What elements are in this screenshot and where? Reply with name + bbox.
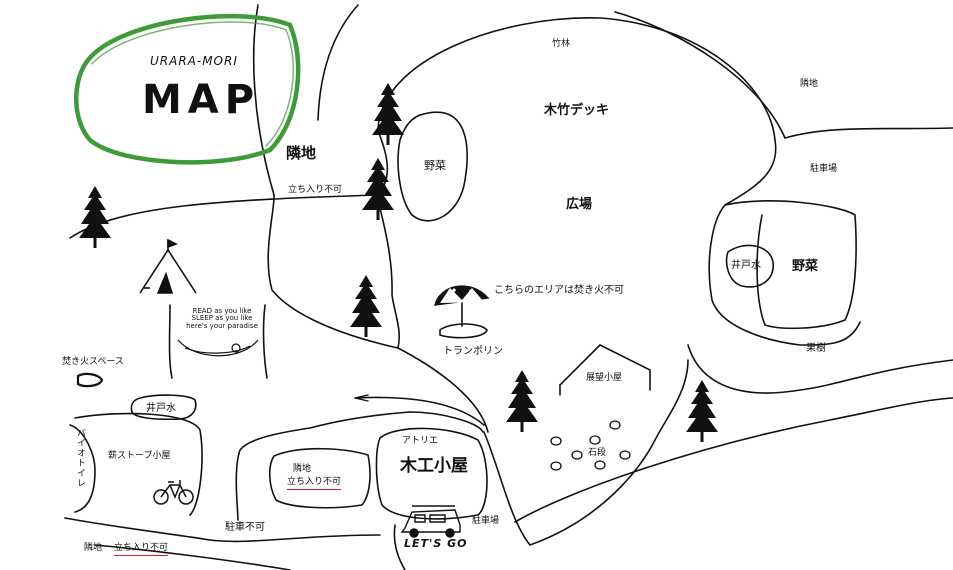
stones-icon (550, 420, 631, 471)
bicycle-icon (153, 480, 194, 505)
wood-stove-hut-label: 薪ストーブ小屋 (108, 451, 171, 461)
plaza-label: 広場 (566, 197, 593, 212)
campfire-space-label: 焚き火スペース (62, 357, 124, 367)
field-label-right: 野菜 (792, 259, 819, 274)
orchard-label: 果樹 (806, 343, 826, 354)
no-parking-label: 駐車不可 (225, 522, 265, 533)
wood-deck-label: 木竹デッキ (544, 103, 610, 118)
hammock-sign: READ as you like SLEEP as you like here'… (186, 307, 258, 330)
observation-hut-label: 展望小屋 (586, 373, 623, 383)
bio-toilet-label: バイオトイレ (75, 428, 85, 488)
neighbor-label-top-right: 隣地 (800, 79, 819, 89)
bamboo-forest-label: 竹林 (552, 39, 571, 49)
atelier-label: アトリエ (402, 436, 439, 446)
well-label-left: 井戸水 (146, 403, 176, 414)
no-entry-label-center: 立ち入り不可 (287, 478, 342, 490)
logo-subtitle: URARA-MORI (150, 54, 238, 68)
logo-ring (74, 13, 301, 165)
no-entry-label-bottom: 立ち入り不可 (114, 544, 169, 556)
van-icon (400, 505, 461, 538)
lets-go-label: LET'S GO (404, 537, 468, 550)
parking-label-right: 駐車場 (810, 164, 838, 174)
neighbor-label-center: 隣地 (293, 464, 312, 474)
logo-title: MAP (142, 77, 261, 123)
tree-icon (79, 83, 718, 442)
neighbor-label-bottom: 隣地 (84, 543, 103, 553)
neighbor-label-left: 隣地 (286, 144, 317, 162)
well-label-right: 井戸水 (731, 260, 761, 271)
field-label-top: 野菜 (424, 159, 446, 172)
hammock-icon (177, 339, 259, 357)
parasol-icon (434, 285, 490, 306)
no-entry-label-left: 立ち入り不可 (288, 185, 343, 195)
stone-steps-label: 石段 (588, 448, 607, 458)
tent-icon (139, 238, 197, 294)
parking-label-bottom: 駐車場 (472, 516, 500, 526)
woodwork-hut-label: 木工小屋 (400, 456, 468, 476)
no-fire-area-label: こちらのエリアは焚き火不可 (494, 285, 624, 296)
paths-and-areas (64, 4, 953, 570)
trampoline-label: トランポリン (443, 346, 503, 357)
